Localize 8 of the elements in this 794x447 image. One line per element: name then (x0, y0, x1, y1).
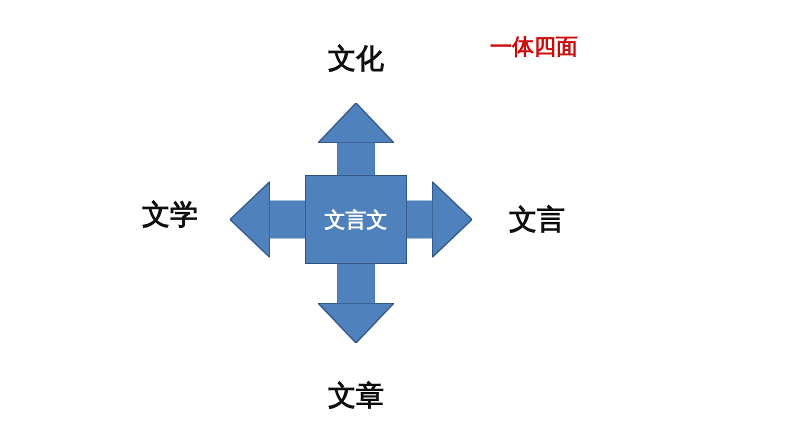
node-label: 文章 (310, 343, 402, 415)
block-arrow (407, 180, 473, 258)
center-box (305, 175, 407, 264)
node-label: 文化 (310, 40, 402, 103)
box-label: 文言文 (324, 206, 388, 234)
node-label: 文学 (110, 185, 230, 245)
diagram-title: 一体四面 (490, 34, 578, 62)
node-label: 文言 (472, 190, 602, 250)
